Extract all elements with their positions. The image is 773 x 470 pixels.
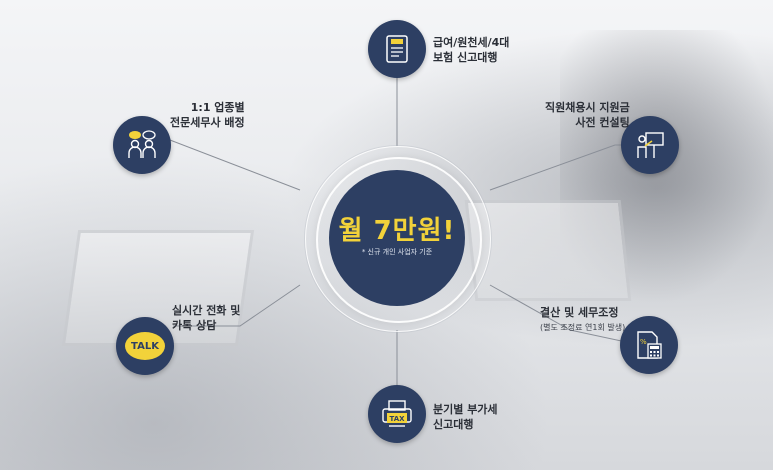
label-subsidy-line2: 사전 컨설팅 (575, 116, 630, 129)
label-payroll-line1: 급여/원천세/4대 (433, 36, 510, 49)
service-node-subsidy[interactable] (621, 116, 679, 174)
calculator-document-icon: % (637, 331, 662, 359)
inner-ring (316, 157, 482, 323)
label-vat-line2: 신고대행 (433, 418, 474, 431)
presentation-icon (637, 132, 664, 158)
svg-text:%: % (640, 338, 647, 346)
consultants-icon (128, 130, 156, 158)
label-talk: 실시간 전화 및 카톡 상담 (172, 303, 240, 333)
label-subsidy: 직원채용시 지원금 사전 컨설팅 (545, 100, 630, 130)
talk-bubble-icon: TALK (125, 332, 165, 360)
label-settlement-line2: (별도 조정료 연1회 발생) (540, 323, 626, 332)
service-node-consultant[interactable] (113, 116, 171, 174)
service-node-payroll[interactable] (368, 20, 426, 78)
label-payroll: 급여/원천세/4대 보험 신고대행 (433, 35, 509, 65)
label-consultant-line1: 1:1 업종별 (190, 101, 245, 114)
label-consultant: 1:1 업종별 전문세무사 배정 (170, 100, 245, 130)
label-vat-line1: 분기별 부가세 (433, 403, 498, 416)
service-node-vat[interactable]: TAX (368, 385, 426, 443)
label-settlement: 결산 및 세무조정 (별도 조정료 연1회 발생) (540, 305, 625, 335)
service-node-settlement[interactable]: % (620, 316, 678, 374)
tax-printer-icon: TAX (382, 400, 412, 427)
label-settlement-line1: 결산 및 세무조정 (540, 306, 619, 319)
tax-document-icon (386, 35, 408, 63)
label-vat: 분기별 부가세 신고대행 (433, 402, 498, 432)
label-consultant-line2: 전문세무사 배정 (170, 116, 245, 129)
label-talk-line1: 실시간 전화 및 (172, 304, 241, 317)
label-talk-line2: 카톡 상담 (172, 319, 217, 332)
outer-ring (305, 146, 491, 332)
label-payroll-line2: 보험 신고대행 (433, 51, 498, 64)
tax-badge: TAX (389, 415, 405, 423)
label-subsidy-line1: 직원채용시 지원금 (545, 101, 630, 114)
service-node-talk[interactable]: TALK (116, 317, 174, 375)
center-headline: 월 7만원! (338, 216, 456, 246)
center-note: * 신규 개인 사업자 기준 (361, 248, 433, 256)
center-badge: 월 7만원! * 신규 개인 사업자 기준 (329, 170, 465, 306)
